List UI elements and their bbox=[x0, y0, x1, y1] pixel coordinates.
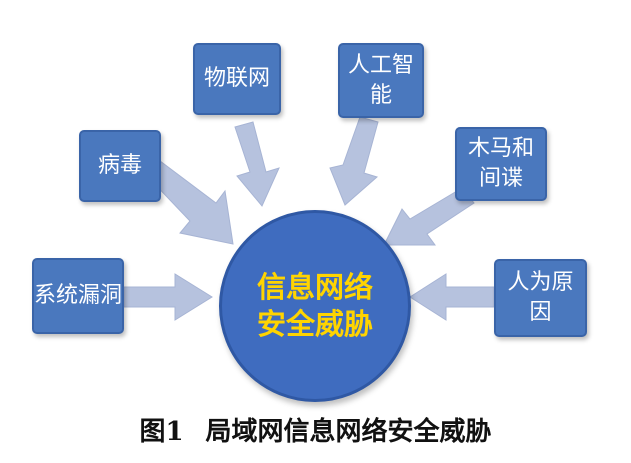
center-threat-circle: 信息网络安全威胁 bbox=[219, 210, 411, 402]
arrow-trojan bbox=[383, 187, 475, 246]
factor-iot-label: 物联网 bbox=[203, 66, 270, 91]
factor-trojan: 木马和间谍 bbox=[455, 127, 547, 201]
arrow-virus bbox=[147, 160, 234, 245]
arrow-vuln bbox=[123, 273, 213, 321]
factor-human: 人为原因 bbox=[494, 259, 587, 337]
figure-title: 局域网信息网络安全威胁 bbox=[205, 417, 492, 447]
arrow-ai bbox=[329, 116, 379, 206]
figure-caption: 图1 局域网信息网络安全威胁 bbox=[0, 412, 631, 452]
factor-iot: 物联网 bbox=[193, 43, 281, 115]
factor-ai-label: 人工智能 bbox=[347, 52, 414, 108]
factor-ai: 人工智能 bbox=[338, 43, 424, 118]
figure-number: 图1 bbox=[139, 417, 184, 447]
factor-human-label: 人为原因 bbox=[507, 270, 574, 325]
center-threat-label: 信息网络安全威胁 bbox=[256, 270, 373, 341]
arrow-human bbox=[409, 273, 495, 321]
arrow-iot bbox=[234, 121, 280, 207]
factor-virus: 病毒 bbox=[79, 130, 161, 202]
factor-vuln: 系统漏洞 bbox=[32, 258, 124, 334]
factor-virus-label: 病毒 bbox=[97, 153, 142, 178]
factor-vuln-label: 系统漏洞 bbox=[34, 283, 123, 308]
factor-trojan-label: 木马和间谍 bbox=[467, 136, 534, 191]
